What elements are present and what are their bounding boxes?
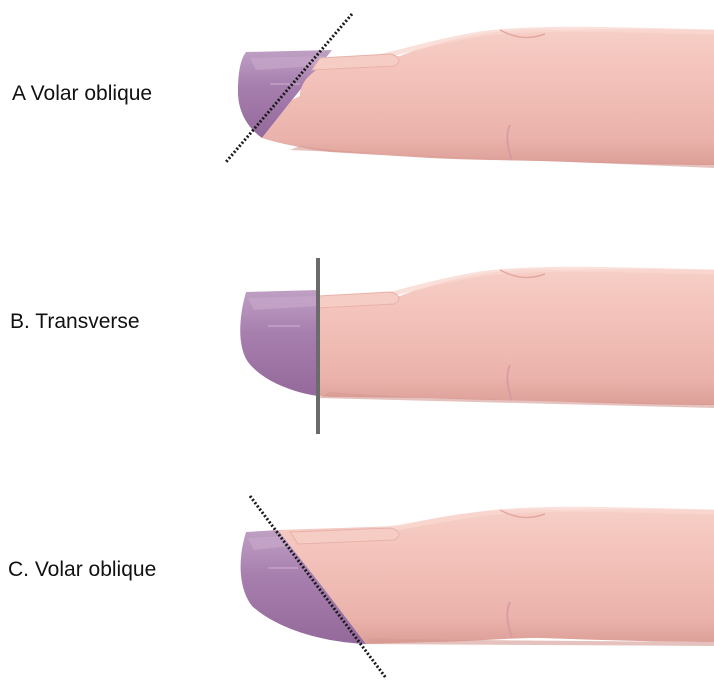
panel-c: C. Volar oblique <box>8 496 714 678</box>
panel-label-b: B. Transverse <box>10 310 140 333</box>
panel-label-c: C. Volar oblique <box>8 558 156 581</box>
panel-b: B. Transverse <box>10 258 714 434</box>
finger-a <box>262 29 714 168</box>
panel-label-a: A Volar oblique <box>12 82 152 105</box>
panel-a: A Volar oblique <box>12 14 714 168</box>
finger-b <box>318 269 714 408</box>
